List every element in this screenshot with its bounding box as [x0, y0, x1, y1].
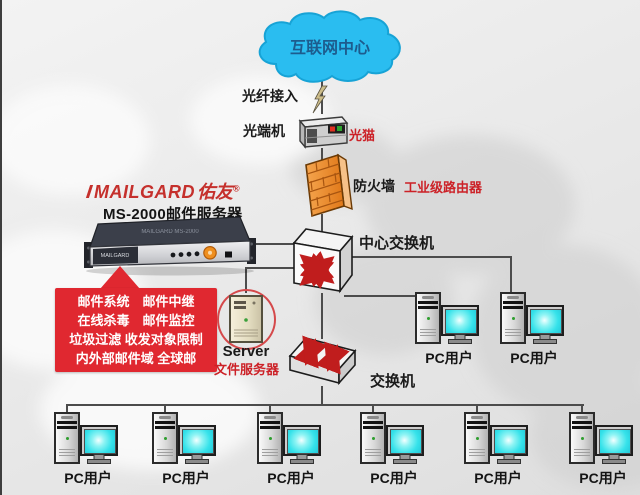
features-callout: 邮件系统 邮件中继 在线杀毒 邮件监控 垃圾过滤 收发对象限制 内外部邮件域 全… — [55, 288, 217, 372]
router-tag: 工业级路由器 — [404, 180, 483, 195]
lightning-icon — [312, 85, 328, 114]
access-switch-icon — [288, 335, 357, 386]
pc-user-label: PC用户 — [425, 350, 473, 366]
connector-accessswitch-bus — [321, 386, 323, 406]
bus-drop-4 — [372, 404, 374, 414]
connector-coreswitch-pc1-h — [344, 295, 420, 297]
pc-user-group: PC用户 — [561, 412, 640, 490]
connector-firewall-coreswitch — [321, 214, 323, 232]
bus-drop-3 — [269, 404, 271, 414]
connector-coreswitch-accessswitch — [321, 293, 323, 339]
connector-coreswitch-pc2-v — [510, 256, 512, 294]
pc-user-label: PC用户 — [510, 350, 558, 366]
logo-text: MAILGARD — [94, 182, 195, 202]
bus-drop-5 — [476, 404, 478, 414]
connector-mailserver-coreswitch — [228, 243, 296, 245]
feature-line: 在线杀毒 邮件监控 — [77, 312, 195, 328]
optical-modem-icon — [298, 116, 349, 149]
optical-modem-tag: 光猫 — [349, 128, 376, 143]
pc-monitor-icon — [386, 425, 424, 464]
firewall-icon — [305, 153, 353, 218]
internet-cloud-label: 互联网中心 — [290, 38, 370, 57]
pc-user-label: PC用户 — [474, 470, 522, 486]
pc-user-group: PC用户 — [407, 292, 491, 370]
pc-monitor-icon — [526, 305, 564, 344]
connector-modem-firewall — [321, 148, 323, 164]
feature-line: 内外部邮件域 全球邮 — [75, 350, 197, 366]
pc-user-label: PC用户 — [579, 470, 627, 486]
bus-drop-1 — [66, 404, 68, 414]
file-server-tag: 文件服务器 — [214, 362, 280, 377]
pc-monitor-icon — [490, 425, 528, 464]
pc-user-group: PC用户 — [456, 412, 540, 490]
pc-user-group: PC用户 — [144, 412, 228, 490]
connector-coreswitch-pc2-h — [352, 256, 512, 258]
svg-text:MAILGARD MS-2000: MAILGARD MS-2000 — [141, 229, 199, 235]
access-switch-label: 交换机 — [370, 373, 416, 390]
optical-modem-label: 光端机 — [243, 123, 285, 139]
pc-tower-icon — [54, 412, 80, 464]
pc-user-label: PC用户 — [370, 470, 418, 486]
pc-user-group: PC用户 — [249, 412, 333, 490]
firewall-label: 防火墙 — [353, 178, 395, 194]
core-switch-icon — [292, 228, 354, 294]
pc-user-group: PC用户 — [46, 412, 130, 490]
pc-tower-icon — [257, 412, 283, 464]
file-server-label: Server — [222, 343, 270, 360]
pc-monitor-icon — [595, 425, 633, 464]
callout-pointer — [100, 266, 140, 289]
pc-tower-icon — [500, 292, 526, 344]
pc-tower-icon — [152, 412, 178, 464]
connector-coreswitch-fileserver-h — [245, 267, 297, 269]
pc-user-label: PC用户 — [267, 470, 315, 486]
svg-text:MAILGARD: MAILGARD — [101, 253, 130, 259]
internet-cloud: 互联网中心 — [258, 10, 401, 83]
pc-user-label: PC用户 — [162, 470, 210, 486]
pc-user-group: PC用户 — [352, 412, 436, 490]
feature-line: 邮件系统 邮件中继 — [77, 293, 195, 309]
pc-tower-icon — [464, 412, 490, 464]
logo-cn-text: 佑友 — [197, 182, 233, 202]
image-edge — [0, 0, 2, 495]
connector-coreswitch-fileserver-v — [245, 267, 247, 293]
pc-tower-icon — [360, 412, 386, 464]
lan-bus-line — [66, 404, 584, 406]
fiber-access-label: 光纤接入 — [242, 88, 298, 104]
bus-drop-6 — [581, 404, 583, 414]
file-server-highlight-ring — [217, 289, 276, 350]
bus-drop-2 — [164, 404, 166, 414]
pc-user-group: PC用户 — [492, 292, 576, 370]
pc-monitor-icon — [80, 425, 118, 464]
pc-monitor-icon — [178, 425, 216, 464]
mail-appliance-icon: MAILGARD MS-2000 MAILGARD — [84, 216, 256, 276]
pc-user-label: PC用户 — [64, 470, 112, 486]
pc-monitor-icon — [283, 425, 321, 464]
pc-tower-icon — [569, 412, 595, 464]
registered-mark: ® — [233, 183, 240, 194]
feature-line: 垃圾过滤 收发对象限制 — [69, 331, 203, 347]
core-switch-label: 中心交换机 — [359, 235, 435, 252]
pc-monitor-icon — [441, 305, 479, 344]
pc-tower-icon — [415, 292, 441, 344]
file-server-icon — [229, 295, 263, 343]
